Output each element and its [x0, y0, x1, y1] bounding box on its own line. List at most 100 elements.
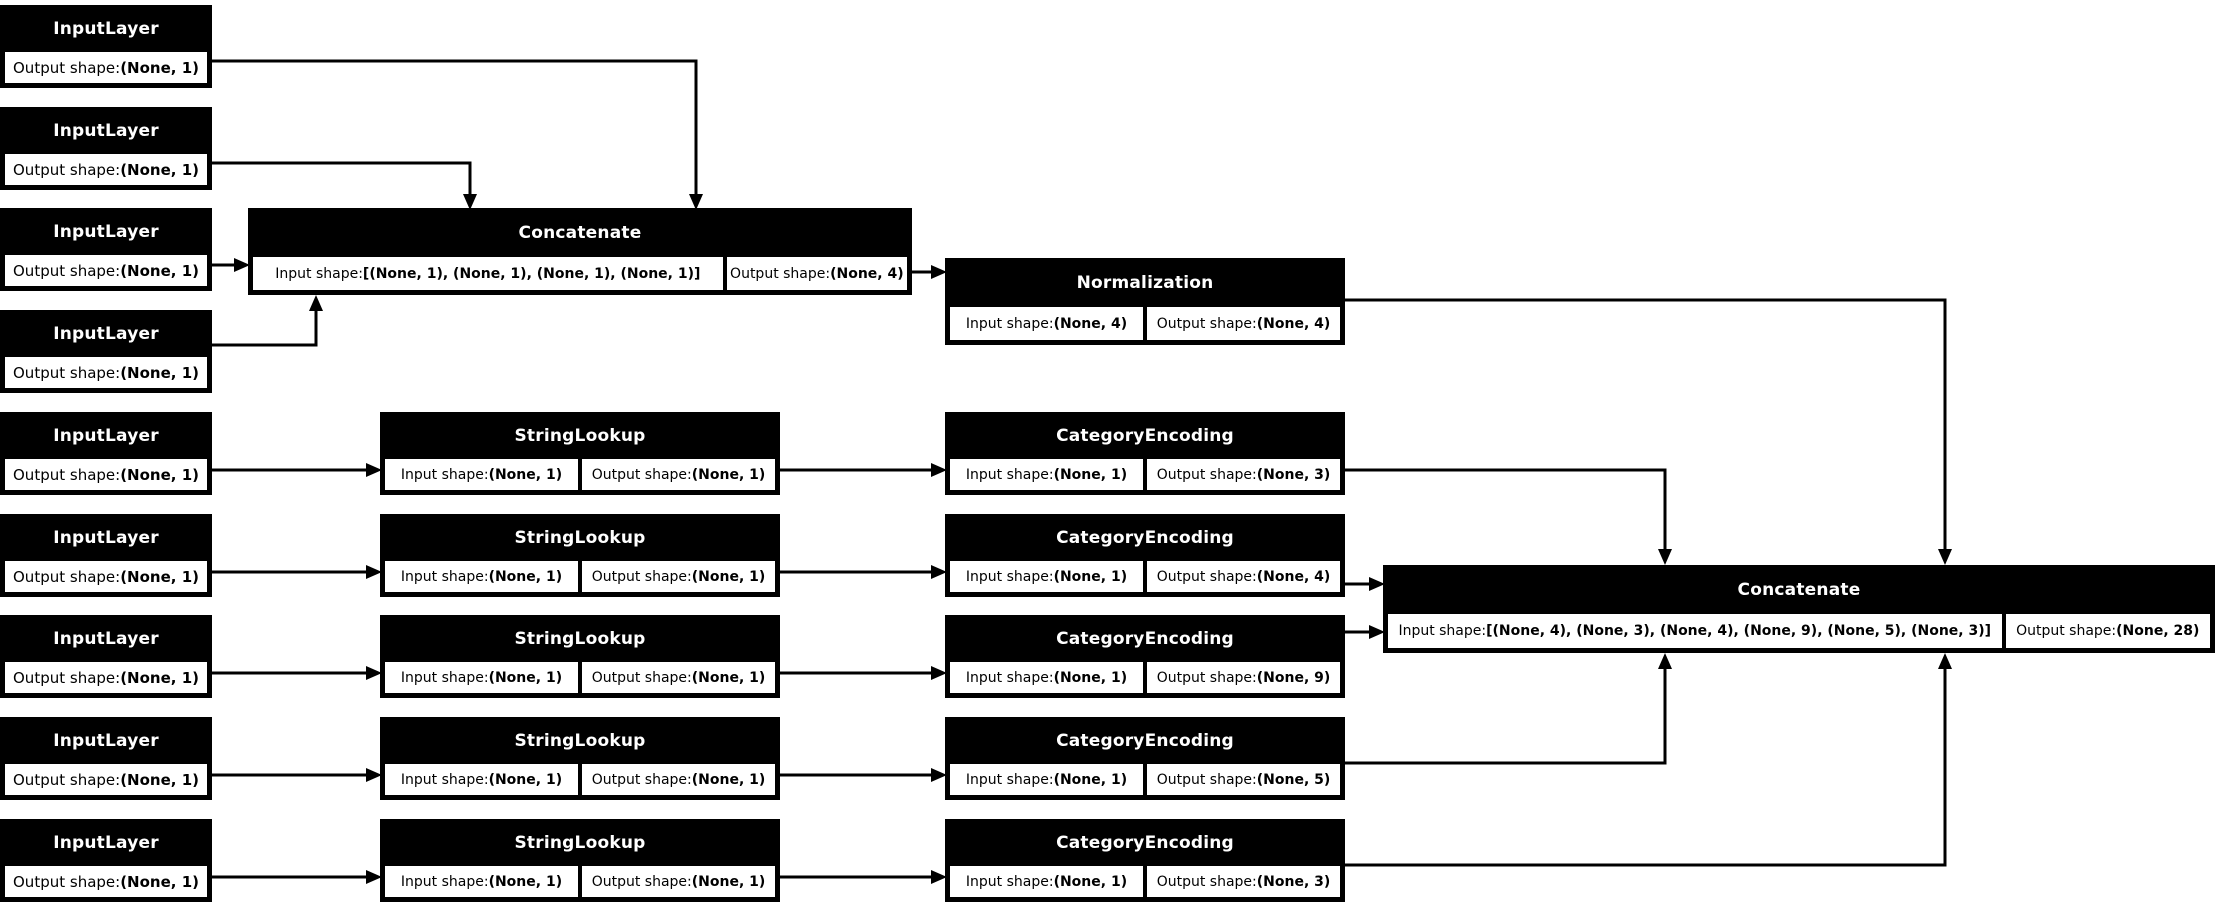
- input-shape-cell: Input shape: (None, 1): [948, 660, 1145, 695]
- node-stringlookup-3[interactable]: StringLookup Input shape: (None, 1) Outp…: [380, 615, 780, 698]
- output-shape-cell: Output shape: (None, 3): [1145, 864, 1342, 899]
- output-shape-value: (None, 1): [120, 872, 199, 891]
- output-shape-value: (None, 1): [120, 363, 199, 382]
- input-shape-label: Input shape:: [400, 568, 489, 585]
- edge-input6-to-stringlookup2: [212, 565, 382, 579]
- output-shape-label: Output shape:: [2016, 623, 2117, 639]
- edge-normalization-to-concat-final: [1345, 298, 1952, 565]
- node-title: InputLayer: [3, 517, 209, 559]
- output-shape-value: (None, 1): [120, 668, 199, 687]
- output-shape-cell: Output shape: (None, 1): [580, 559, 777, 594]
- output-shape-value: (None, 1): [691, 568, 766, 585]
- edge-input9-to-stringlookup5: [212, 870, 382, 884]
- output-shape-value: (None, 4): [830, 265, 904, 282]
- node-title: InputLayer: [3, 8, 209, 50]
- edge-concat-numeric-to-normalization: [912, 265, 947, 279]
- input-shape-label: Input shape:: [965, 466, 1054, 483]
- input-shape-label: Input shape:: [400, 873, 489, 890]
- output-shape-value: (None, 1): [120, 261, 199, 280]
- node-categoryencoding-1[interactable]: CategoryEncoding Input shape: (None, 1) …: [945, 412, 1345, 495]
- edge-categoryencoding5-to-concat-final: [1345, 653, 1952, 867]
- input-shape-cell: Input shape: (None, 1): [948, 457, 1145, 492]
- output-shape-cell: Output shape: (None, 1): [3, 355, 209, 390]
- output-shape-label: Output shape:: [1156, 568, 1257, 585]
- output-shape-cell: Output shape: (None, 1): [580, 762, 777, 797]
- node-title: StringLookup: [383, 415, 777, 457]
- output-shape-label: Output shape:: [1156, 466, 1257, 483]
- output-shape-label: Output shape:: [1156, 771, 1257, 788]
- node-concatenate-final[interactable]: Concatenate Input shape: [(None, 4), (No…: [1383, 565, 2215, 653]
- node-categoryencoding-5[interactable]: CategoryEncoding Input shape: (None, 1) …: [945, 819, 1345, 902]
- node-input-layer-6[interactable]: InputLayer Output shape: (None, 1): [0, 514, 212, 597]
- input-shape-label: Input shape:: [965, 568, 1054, 585]
- node-input-layer-1[interactable]: InputLayer Output shape: (None, 1): [0, 5, 212, 88]
- output-shape-value: (None, 4): [1256, 315, 1331, 332]
- node-concatenate-numeric[interactable]: Concatenate Input shape: [(None, 1), (No…: [248, 208, 912, 295]
- output-shape-value: (None, 1): [120, 770, 199, 789]
- input-shape-label: Input shape:: [965, 669, 1054, 686]
- input-shape-label: Input shape:: [965, 315, 1054, 332]
- output-shape-cell: Output shape: (None, 3): [1145, 457, 1342, 492]
- input-shape-cell: Input shape: (None, 1): [383, 457, 580, 492]
- output-shape-value: (None, 1): [691, 669, 766, 686]
- node-input-layer-5[interactable]: InputLayer Output shape: (None, 1): [0, 412, 212, 495]
- output-shape-cell: Output shape: (None, 1): [580, 864, 777, 899]
- output-shape-label: Output shape:: [591, 466, 692, 483]
- edge-categoryencoding3-to-concat-final: [1345, 625, 1385, 639]
- node-input-layer-8[interactable]: InputLayer Output shape: (None, 1): [0, 717, 212, 800]
- node-stringlookup-1[interactable]: StringLookup Input shape: (None, 1) Outp…: [380, 412, 780, 495]
- input-shape-label: Input shape:: [965, 873, 1054, 890]
- output-shape-label: Output shape:: [730, 265, 831, 282]
- node-title: InputLayer: [3, 822, 209, 864]
- output-shape-label: Output shape:: [1156, 669, 1257, 686]
- output-shape-value: (None, 4): [1256, 568, 1331, 585]
- output-shape-value: (None, 1): [691, 466, 766, 483]
- node-categoryencoding-2[interactable]: CategoryEncoding Input shape: (None, 1) …: [945, 514, 1345, 597]
- input-shape-value: (None, 1): [488, 466, 563, 483]
- output-shape-label: Output shape:: [591, 669, 692, 686]
- input-shape-value: (None, 1): [488, 771, 563, 788]
- node-normalization[interactable]: Normalization Input shape: (None, 4) Out…: [945, 258, 1345, 345]
- node-title: Normalization: [948, 261, 1342, 305]
- output-shape-cell: Output shape: (None, 4): [724, 255, 909, 292]
- output-shape-value: (None, 3): [1256, 873, 1331, 890]
- input-shape-cell: Input shape: (None, 1): [948, 559, 1145, 594]
- node-input-layer-9[interactable]: InputLayer Output shape: (None, 1): [0, 819, 212, 902]
- node-stringlookup-2[interactable]: StringLookup Input shape: (None, 1) Outp…: [380, 514, 780, 597]
- edge-input8-to-stringlookup4: [212, 768, 382, 782]
- edge-stringlookup2-to-categoryencoding2: [780, 565, 947, 579]
- input-shape-cell: Input shape: [(None, 4), (None, 3), (Non…: [1386, 612, 2004, 650]
- node-input-layer-3[interactable]: InputLayer Output shape: (None, 1): [0, 208, 212, 291]
- output-shape-label: Output shape:: [13, 160, 121, 179]
- node-input-layer-2[interactable]: InputLayer Output shape: (None, 1): [0, 107, 212, 190]
- output-shape-label: Output shape:: [591, 873, 692, 890]
- input-shape-value: (None, 1): [1053, 771, 1128, 788]
- output-shape-cell: Output shape: (None, 1): [3, 864, 209, 899]
- node-stringlookup-5[interactable]: StringLookup Input shape: (None, 1) Outp…: [380, 819, 780, 902]
- node-categoryencoding-4[interactable]: CategoryEncoding Input shape: (None, 1) …: [945, 717, 1345, 800]
- node-input-layer-4[interactable]: InputLayer Output shape: (None, 1): [0, 310, 212, 393]
- output-shape-label: Output shape:: [13, 465, 121, 484]
- edge-categoryencoding4-to-concat-final: [1345, 653, 1672, 765]
- node-title: CategoryEncoding: [948, 720, 1342, 762]
- node-title: InputLayer: [3, 313, 209, 355]
- output-shape-label: Output shape:: [13, 363, 121, 382]
- node-categoryencoding-3[interactable]: CategoryEncoding Input shape: (None, 1) …: [945, 615, 1345, 698]
- node-stringlookup-4[interactable]: StringLookup Input shape: (None, 1) Outp…: [380, 717, 780, 800]
- output-shape-cell: Output shape: (None, 1): [3, 152, 209, 187]
- node-title: Concatenate: [1386, 568, 2212, 612]
- input-shape-value: (None, 1): [1053, 669, 1128, 686]
- input-shape-label: Input shape:: [1398, 623, 1487, 639]
- output-shape-label: Output shape:: [13, 567, 121, 586]
- input-shape-value: (None, 1): [488, 873, 563, 890]
- output-shape-label: Output shape:: [13, 668, 121, 687]
- node-title: InputLayer: [3, 110, 209, 152]
- node-input-layer-7[interactable]: InputLayer Output shape: (None, 1): [0, 615, 212, 698]
- output-shape-cell: Output shape: (None, 4): [1145, 559, 1342, 594]
- output-shape-label: Output shape:: [13, 872, 121, 891]
- output-shape-cell: Output shape: (None, 1): [3, 457, 209, 492]
- output-shape-label: Output shape:: [591, 771, 692, 788]
- output-shape-value: (None, 1): [120, 465, 199, 484]
- node-title: CategoryEncoding: [948, 822, 1342, 864]
